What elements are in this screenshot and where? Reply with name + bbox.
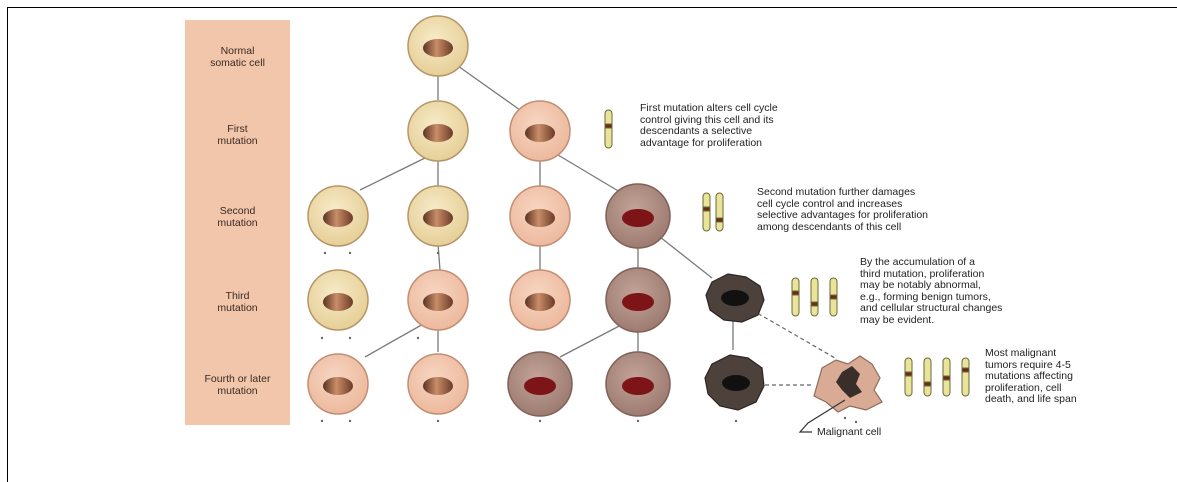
description-third-mutation: By the accumulation of a third mutation,…: [860, 257, 1002, 326]
cell-third-mauve: [606, 268, 670, 332]
chromosome-icons-row4: [905, 358, 969, 396]
description-fourth-mutation: Most malignant tumors require 4-5 mutati…: [985, 348, 1077, 406]
chromosome-icons-row2: [703, 193, 723, 231]
malignant-cell-label: Malignant cell: [817, 426, 881, 438]
cell-second-mutant: [606, 184, 670, 248]
cell-normal-root: [408, 16, 468, 76]
debris-dots: [321, 252, 857, 423]
cell-first-normal: [408, 101, 468, 161]
cell-third-pink-1: [408, 270, 468, 330]
cell-third-mutant-dark: [706, 274, 764, 322]
cell-fourth-pink-1: [308, 354, 368, 414]
chromosome-icons-row3: [792, 278, 837, 316]
cell-fourth-pink-2: [408, 354, 468, 414]
cell-second-pink: [510, 186, 570, 246]
description-second-mutation: Second mutation further damages cell cyc…: [757, 187, 928, 233]
cell-fourth-mauve-2: [606, 352, 670, 416]
cell-second-normal-2: [408, 186, 468, 246]
cell-first-mutant: [510, 101, 570, 161]
cell-fourth-dark: [705, 355, 764, 410]
cell-third-pink-2: [510, 270, 570, 330]
cell-malignant: [814, 356, 882, 412]
dashed-transition: [752, 310, 835, 358]
chromosome-icons-row1: [605, 110, 612, 148]
cell-second-normal-1: [308, 186, 368, 246]
cell-third-normal: [308, 270, 368, 330]
description-first-mutation: First mutation alters cell cycle control…: [640, 103, 778, 149]
cell-fourth-mauve-1: [508, 352, 572, 416]
